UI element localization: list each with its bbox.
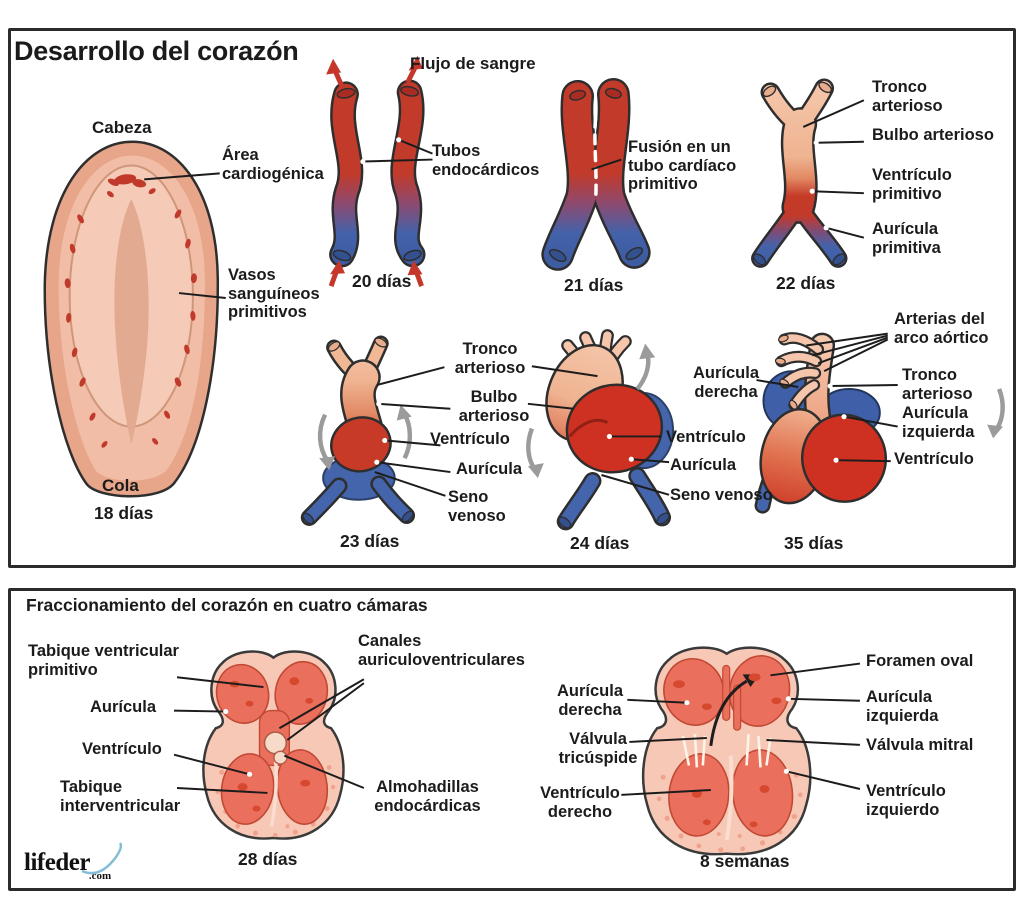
label-ventricle-23: Ventrículo xyxy=(430,430,510,448)
label-primitive-atrium-22: Aurícula primitiva xyxy=(872,220,941,257)
leader-lines xyxy=(144,99,898,497)
label-right-atrium-8w: Aurícula derecha xyxy=(556,682,624,719)
label-atrium-24: Aurícula xyxy=(670,456,737,474)
label-foramen-oval: Foramen oval xyxy=(866,652,974,670)
leader-endpoint-dots-2 xyxy=(223,696,791,777)
primitive-heart-tube-22-days xyxy=(751,78,848,268)
day-18: 18 días xyxy=(94,503,154,523)
day-22: 22 días xyxy=(776,273,836,293)
primitive-blood-vessels xyxy=(64,174,197,448)
valve-chordae xyxy=(681,734,772,768)
endocardial-cushion xyxy=(263,731,288,755)
label-right-ventricle-8w: Ventrículo derecho xyxy=(540,784,620,821)
logo-tld: .com xyxy=(88,870,112,882)
endocardial-tubes-20-days xyxy=(326,55,426,287)
day-20: 20 días xyxy=(352,271,412,291)
label-truncus-35: Tronco arterioso xyxy=(902,366,973,403)
label-endocardial-cushions: Almohadillas endocárdicas xyxy=(374,778,481,815)
blood-flow-label: Flujo de sangre xyxy=(410,54,536,73)
label-right-atrium-35: Aurícula derecha xyxy=(692,364,760,401)
label-bulbus-23: Bulbo arterioso xyxy=(458,388,530,425)
page-title: Desarrollo del corazón xyxy=(14,36,299,66)
day-35: 35 días xyxy=(784,533,844,553)
label-mitral-valve: Válvula mitral xyxy=(866,736,974,754)
flow-direction-arrow-35 xyxy=(987,388,1005,439)
label-cardiogenic-area: Área cardiogénica xyxy=(222,146,324,183)
day-21: 21 días xyxy=(564,275,624,295)
blood-flow-arrows xyxy=(326,55,424,287)
label-ventricle-35: Ventrículo xyxy=(894,450,974,468)
label-sinus-venosus-24: Seno venoso xyxy=(670,486,773,504)
label-av-canals: Canales auriculoventriculares xyxy=(358,632,525,669)
heart-section-28-days xyxy=(202,650,345,840)
leader-endpoint-dots xyxy=(360,137,847,465)
heart-section-8-weeks xyxy=(641,646,812,856)
panel1-artwork xyxy=(43,55,1005,531)
label-sinus-venosus-23: Seno venoso xyxy=(448,488,506,525)
label-ventricle-24: Ventrículo xyxy=(666,428,746,446)
label-left-atrium-8w: Aurícula izquierda xyxy=(866,688,939,725)
looping-direction-arrows-24 xyxy=(526,343,656,478)
chamber-spots-28 xyxy=(229,677,314,812)
panel-heart-development xyxy=(8,28,1016,568)
chamber-spots-8w xyxy=(673,673,782,828)
label-atrium-23: Aurícula xyxy=(456,460,523,478)
label-atrium-28: Aurícula xyxy=(90,698,157,716)
embryo-18-days xyxy=(43,140,220,498)
label-ventricle-28: Ventrículo xyxy=(82,740,162,758)
day-28: 28 días xyxy=(238,849,298,869)
label-primitive-ventricle-22: Ventrículo primitivo xyxy=(872,166,952,203)
looping-direction-arrows xyxy=(317,404,413,471)
label-aortic-arch-arteries: Arterias del arco aórtico xyxy=(894,310,989,347)
day-8-weeks: 8 semanas xyxy=(700,851,790,871)
label-fusion: Fusión en un tubo cardíaco primitivo xyxy=(628,138,737,194)
label-head: Cabeza xyxy=(92,118,152,137)
label-left-atrium-35: Aurícula izquierda xyxy=(902,404,975,441)
label-tricuspid-valve: Válvula tricúspide xyxy=(558,730,638,767)
label-tail: Cola xyxy=(102,476,139,495)
fused-heart-tube-21-days xyxy=(541,77,651,271)
looping-heart-23-days xyxy=(300,335,416,526)
day-23: 23 días xyxy=(340,531,400,551)
label-primitive-vessels: Vasos sanguíneos primitivos xyxy=(228,266,320,322)
label-endocardial-tubes: Tubos endocárdicos xyxy=(432,142,540,179)
panel2-title: Fraccionamiento del corazón en cuatro cá… xyxy=(26,595,428,615)
label-interventricular-septum: Tabique interventricular xyxy=(60,778,181,815)
label-left-ventricle-8w: Ventrículo izquierdo xyxy=(866,782,946,819)
panel-heart-partitioning xyxy=(8,588,1016,891)
label-truncus-22: Tronco arterioso xyxy=(872,78,943,115)
heart-35-days xyxy=(754,332,1005,514)
day-24: 24 días xyxy=(570,533,630,553)
lifeder-logo: lifeder.com xyxy=(24,842,123,882)
label-bulbus-22: Bulbo arterioso xyxy=(872,126,994,144)
logo-text: lifeder xyxy=(24,849,90,876)
leader-lines-2 xyxy=(173,662,861,796)
label-primitive-ventricular-septum: Tabique ventricular primitivo xyxy=(28,642,179,679)
label-truncus-23: Tronco arterioso xyxy=(454,340,526,377)
looped-heart-24-days xyxy=(526,329,675,531)
panel2-artwork xyxy=(173,646,861,856)
